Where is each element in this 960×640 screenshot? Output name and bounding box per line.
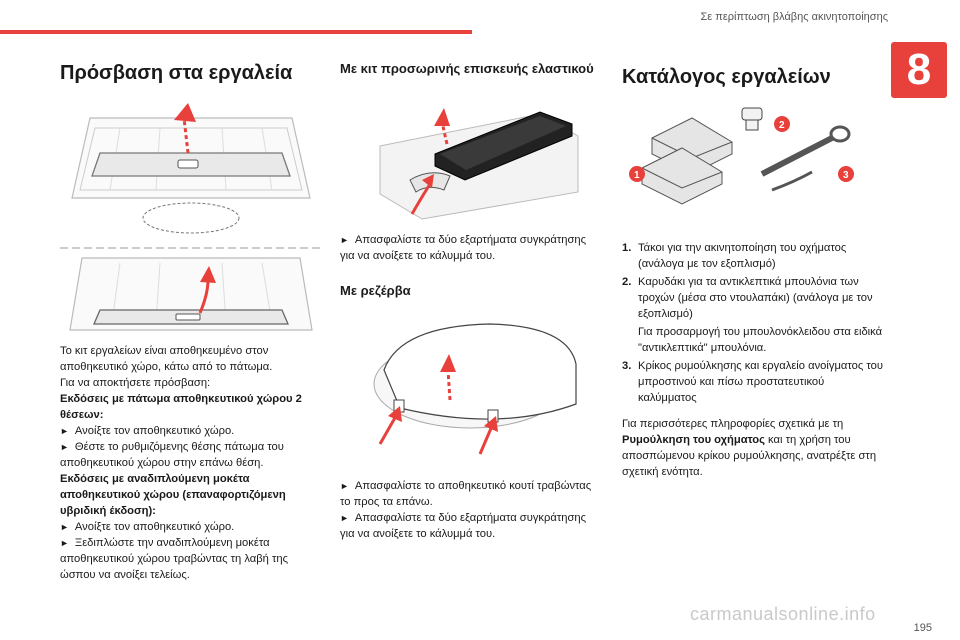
trunk-floor-illustration [60, 98, 322, 333]
column-tool-list: Κατάλογος εργαλείων 1 2 3 1.Τάκοι για τη… [622, 60, 884, 480]
arrow-up-icon [484, 416, 498, 432]
callout-1: 1 [634, 170, 640, 181]
watermark: carmanualsonline.info [690, 604, 876, 624]
paragraph: Το κιτ εργαλείων είναι αποθηκευμένο στον… [60, 345, 273, 373]
instruction-step: Ανοίξτε τον αποθηκευτικό χώρο. [60, 519, 322, 535]
arrow-up-icon [200, 266, 216, 283]
page-number: 195 [913, 622, 932, 634]
subheading: Εκδόσεις με αναδιπλούμενη μοκέτα αποθηκε… [60, 473, 286, 517]
section-title-repair-kit: Με κιτ προσωρινής επισκευής ελαστικού [340, 61, 594, 76]
instruction-step: Ξεδιπλώστε την αναδιπλούμενη μοκέτα αποθ… [60, 535, 322, 583]
callout-3: 3 [843, 170, 849, 181]
paragraph: Για να αποκτήσετε πρόσβαση: [60, 377, 211, 389]
reference-note: Για περισσότερες πληροφορίες σχετικά με … [622, 418, 877, 478]
list-item: Για προσαρμογή του μπουλονόκλειδου στα ε… [638, 326, 883, 354]
towing-link[interactable]: Ρυμούλκηση του οχήματος [622, 434, 765, 446]
spare-wheel-illustration [373, 323, 577, 455]
arrow-up-icon [174, 103, 196, 122]
section-header: Σε περίπτωση βλάβης ακινητοποίησης [700, 11, 889, 23]
instruction-step: Απασφαλίστε το αποθηκευτικό κουτί τραβών… [340, 478, 602, 510]
instruction-step: Θέστε το ρυθμιζόμενης θέσης πάτωμα του α… [60, 439, 322, 471]
arrow-up-icon [434, 108, 450, 126]
instruction-step: Ανοίξτε τον αποθηκευτικό χώρο. [60, 423, 322, 439]
repair-kit-illustration [379, 108, 579, 220]
chapter-badge: 8 [891, 42, 947, 98]
tools-illustration: 1 2 3 [629, 107, 854, 205]
arrow-up-icon [422, 174, 434, 188]
column-repair-kit: Με κιτ προσωρινής επισκευής ελαστικού Απ… [340, 60, 602, 542]
top-accent-bar [0, 30, 472, 34]
column-tools-access: Πρόσβαση στα εργαλεία Το κιτ εργαλείων ε… [60, 60, 322, 583]
arrow-up-icon [388, 406, 402, 422]
section-title-spare-wheel: Με ρεζέρβα [340, 283, 411, 298]
section-title-tools-access: Πρόσβαση στα εργαλεία [60, 62, 293, 84]
list-item: 2.Καρυδάκι για τα αντικλεπτικά μπουλόνια… [622, 276, 873, 320]
tool-list: 1.Τάκοι για την ακινητοποίηση του οχήματ… [622, 240, 884, 406]
arrow-up-icon [440, 354, 456, 372]
callout-2: 2 [779, 120, 785, 131]
instruction-step: Απασφαλίστε τα δύο εξαρτήματα συγκράτηση… [340, 510, 602, 542]
section-title-tool-list: Κατάλογος εργαλείων [622, 66, 831, 88]
subheading: Εκδόσεις με πάτωμα αποθηκευτικού χώρου 2… [60, 393, 302, 421]
list-item: 1.Τάκοι για την ακινητοποίηση του οχήματ… [622, 242, 847, 270]
list-item: 3.Κρίκος ρυμούλκησης και εργαλείο ανοίγμ… [622, 360, 883, 404]
instruction-step: Απασφαλίστε τα δύο εξαρτήματα συγκράτηση… [340, 232, 602, 264]
